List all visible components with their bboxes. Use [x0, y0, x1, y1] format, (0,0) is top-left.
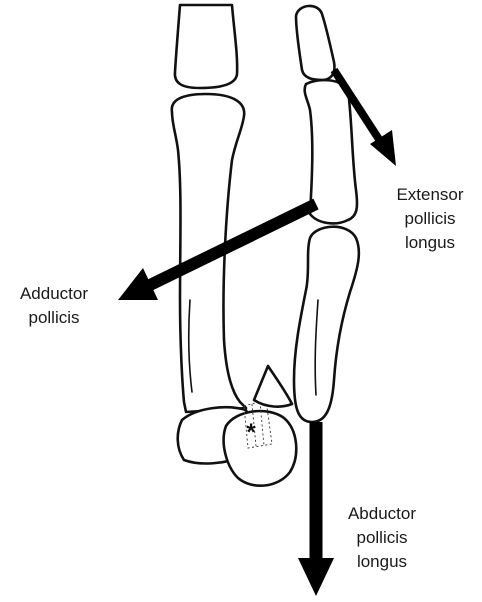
- thumb-metacarpal: [294, 227, 359, 422]
- bone-fragment: [254, 366, 292, 407]
- index-proximal-phalanx: [175, 5, 237, 88]
- abductor-arrow: [298, 422, 334, 596]
- trapezium-bone: [224, 411, 297, 486]
- thumb-distal-phalanx: [296, 6, 335, 80]
- label-abductor-pollicis-longus: Abductor pollicis longus: [334, 502, 430, 574]
- label-extensor-pollicis-longus: Extensor pollicis longus: [382, 183, 478, 255]
- label-adductor-pollicis: Adductor pollicis: [6, 282, 102, 330]
- asterisk-marker: *: [246, 419, 256, 446]
